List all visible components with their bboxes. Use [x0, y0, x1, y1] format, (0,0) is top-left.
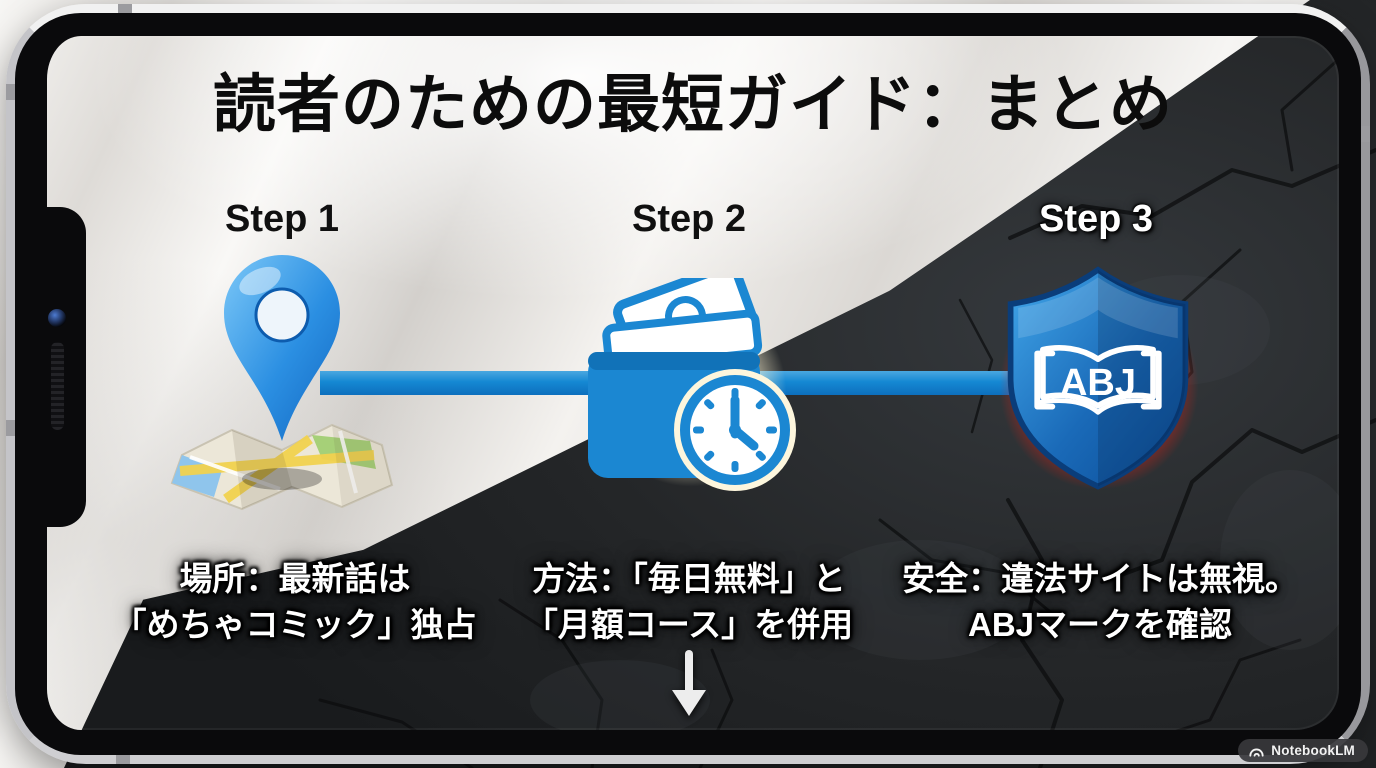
step2-caption-line1: 方法：「毎日無料」と — [532, 560, 846, 597]
step1-caption: 場所：最新話は 「めちゃコミック」独占 — [83, 556, 507, 647]
notebooklm-badge: NotebookLM — [1238, 739, 1368, 762]
watermark-label: NotebookLM — [1271, 743, 1355, 758]
map-icon — [170, 423, 394, 511]
step2-caption: 方法：「毎日無料」と 「月額コース」を併用 — [477, 556, 901, 647]
abj-shield-icon: ABJ — [1007, 266, 1189, 490]
wallet-clock-icon — [588, 278, 796, 491]
step1-label: Step 1 — [224, 198, 340, 240]
step1-caption-line2: 「めちゃコミック」独占 — [113, 605, 477, 643]
front-camera-icon — [48, 309, 66, 327]
antenna-band — [6, 84, 15, 100]
clock-icon — [674, 369, 796, 491]
notebooklm-logo-icon — [1249, 748, 1264, 757]
down-arrow-icon — [672, 650, 706, 716]
step3-caption: 安全：違法サイトは無視。 ABJマークを確認 — [888, 556, 1312, 647]
step3-caption-line2: ABJマークを確認 — [967, 605, 1233, 643]
step2-caption-line2: 「月額コース」を併用 — [524, 605, 854, 643]
map-pin-icon — [170, 255, 394, 511]
abj-text: ABJ — [1060, 362, 1136, 404]
step1-caption-line1: 場所：最新話は — [179, 560, 411, 597]
antenna-band — [118, 4, 132, 13]
earpiece-speaker — [51, 342, 64, 430]
antenna-band — [116, 755, 130, 764]
step3-label: Step 3 — [1038, 198, 1154, 240]
slide-title: 読者のための最短ガイド：まとめ — [213, 70, 1173, 140]
antenna-band — [1361, 126, 1370, 142]
step3-caption-line1: 安全：違法サイトは無視。 — [902, 560, 1298, 597]
antenna-band — [6, 420, 15, 436]
book-icon — [1034, 345, 1162, 415]
step2-label: Step 2 — [631, 198, 747, 240]
